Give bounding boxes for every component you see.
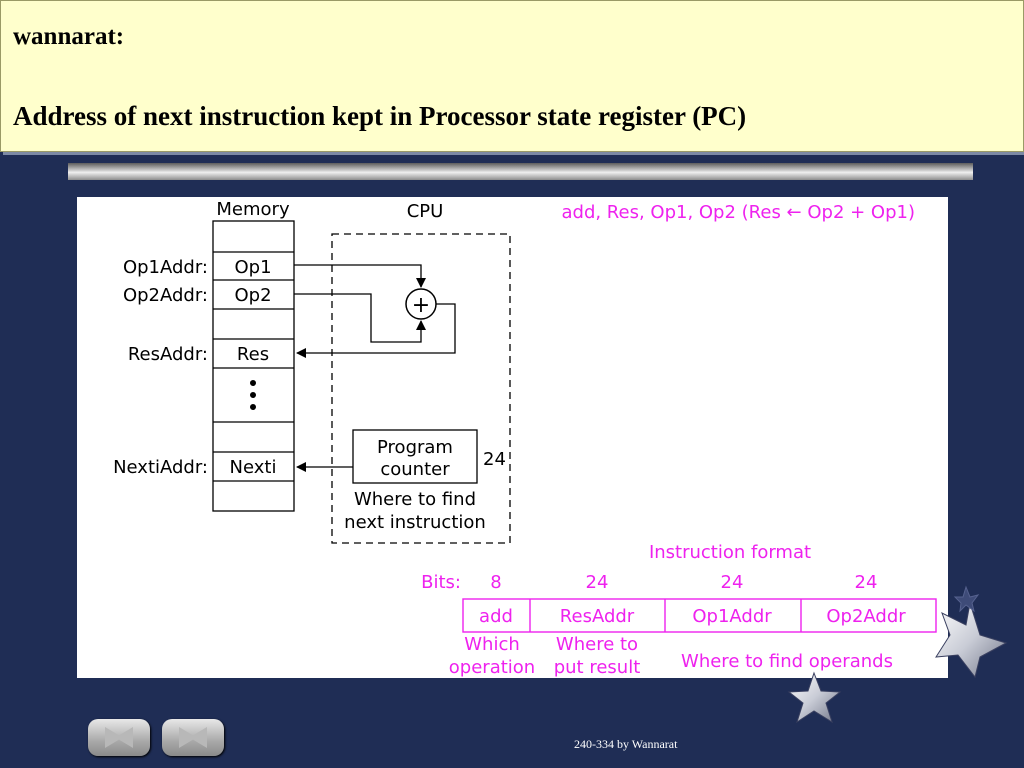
cell-op1: Op1 (234, 257, 271, 278)
where-next-line1: Where to find (354, 489, 476, 510)
desc-which-line1: Which (464, 634, 520, 655)
star-decoration (787, 585, 1008, 724)
pc-bits-label: 24 (483, 449, 506, 470)
large-star-icon (935, 602, 1008, 679)
bits-field-4: 24 (855, 572, 878, 593)
slide-title: Address of next instruction kept in Proc… (13, 101, 747, 131)
adder-to-res-arrow (296, 303, 456, 358)
title-box: wannarat: Address of next instruction ke… (0, 0, 1024, 152)
op1-to-adder-arrow (294, 264, 426, 288)
cell-res: Res (237, 344, 269, 365)
previous-slide-button[interactable] (88, 719, 150, 756)
cell-nexti: Nexti (230, 457, 277, 478)
faint-star-icon (953, 585, 980, 613)
memory-title: Memory (216, 199, 290, 220)
desc-where-line1: Where to (556, 634, 638, 655)
diagram-panel: Memory Op1 Op2 Res Nexti Op1Addr: Op2Add… (77, 197, 948, 678)
cell-op2: Op2 (234, 285, 271, 306)
memory-block (212, 220, 295, 512)
bits-label: Bits: (421, 572, 461, 593)
instruction-example: add, Res, Op1, Op2 (Res ← Op2 + Op1) (561, 202, 915, 223)
instruction-format-title: Instruction format (649, 542, 811, 563)
pc-label-line1: Program (377, 437, 453, 458)
divider-bar (68, 163, 973, 180)
data-wires (294, 264, 456, 472)
program-counter-box (352, 429, 478, 484)
bits-field-3: 24 (721, 572, 744, 593)
previous-slide-icon (105, 727, 133, 748)
op2-address-label: Op2Addr: (123, 285, 208, 306)
op1-address-label: Op1Addr: (123, 257, 208, 278)
field-op2addr: Op2Addr (826, 606, 906, 627)
bits-field-2: 24 (586, 572, 609, 593)
desc-which-line2: operation (449, 657, 535, 678)
where-next-line2: next instruction (344, 512, 486, 533)
instruction-format-box (462, 598, 937, 633)
pc-label-line2: counter (380, 459, 450, 480)
cpu-memory-diagram: Memory Op1 Op2 Res Nexti Op1Addr: Op2Add… (113, 199, 937, 678)
next-slide-icon (179, 727, 207, 748)
field-add: add (479, 606, 513, 627)
next-address-label: NextiAddr: (113, 457, 208, 478)
field-resaddr: ResAddr (560, 606, 635, 627)
adder-symbol: + (412, 293, 430, 318)
res-address-label: ResAddr: (128, 344, 208, 365)
field-op1addr: Op1Addr (692, 606, 772, 627)
next-slide-button[interactable] (162, 719, 224, 756)
cpu-box (331, 233, 511, 544)
desc-where-line2: put result (554, 657, 641, 678)
cpu-title: CPU (407, 201, 444, 222)
desc-operands: Where to find operands (681, 651, 893, 672)
small-star-icon (787, 671, 842, 724)
op2-to-adder-arrow (294, 293, 426, 343)
ellipsis-dots (250, 380, 256, 410)
bits-field-1: 8 (490, 572, 501, 593)
footer-credit: 240-334 by Wannarat (574, 737, 678, 751)
speaker-label: wannarat: (13, 23, 125, 50)
